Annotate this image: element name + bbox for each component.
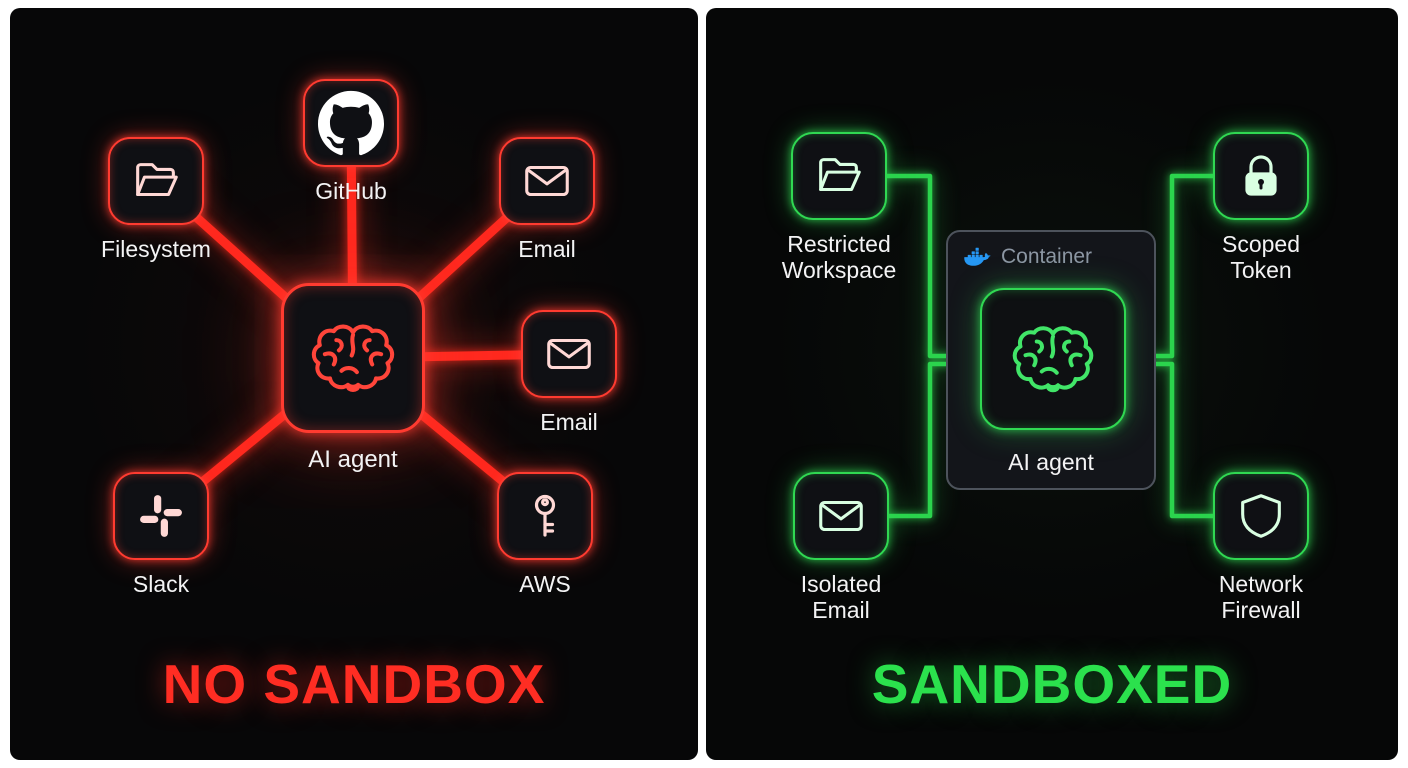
aws-node: AWS <box>497 472 593 597</box>
scoped-token-label: Scoped Token <box>1221 231 1300 284</box>
no-sandbox-title: NO SANDBOX <box>162 653 546 715</box>
email-right-node: Email <box>521 310 617 435</box>
email-top-node-box <box>499 137 595 225</box>
aws-label: AWS <box>519 571 571 597</box>
envelope-icon <box>520 154 574 208</box>
sandboxed-ai-agent-label: AI agent <box>1008 449 1094 475</box>
sandboxed-title: SANDBOXED <box>871 653 1233 715</box>
isolated-email-node-box <box>793 472 889 560</box>
connection-lines-green <box>884 173 1216 519</box>
slack-icon <box>136 491 186 541</box>
ai-agent-label: AI agent <box>308 446 398 473</box>
slack-label: Slack <box>132 571 190 597</box>
envelope-icon <box>542 327 596 381</box>
ai-agent-node: AI agent <box>281 283 425 474</box>
network-firewall-node: Network Firewall <box>1213 472 1309 623</box>
folder-icon <box>812 149 866 203</box>
email-right-label: Email <box>540 409 598 435</box>
lock-icon <box>1235 150 1287 202</box>
slack-node: Slack <box>113 472 209 597</box>
email-right-node-box <box>521 310 617 398</box>
brain-icon <box>307 312 399 404</box>
email-top-label: Email <box>518 236 576 262</box>
scoped-token-node: Scoped Token <box>1213 132 1309 283</box>
restricted-workspace-node: Restricted Workspace <box>782 132 896 283</box>
github-label: GitHub <box>315 178 387 204</box>
container-label: Container <box>1001 245 1093 268</box>
github-node: GitHub <box>303 79 399 204</box>
restricted-workspace-node-box <box>791 132 887 220</box>
aws-node-box <box>497 472 593 560</box>
network-firewall-node-box <box>1213 472 1309 560</box>
brain-icon <box>1008 314 1098 404</box>
key-icon <box>519 490 571 542</box>
no-sandbox-panel: Filesystem GitHub Email <box>10 8 698 760</box>
scoped-token-node-box <box>1213 132 1309 220</box>
shield-icon <box>1234 489 1288 543</box>
sandboxed-ai-agent-box <box>980 288 1126 430</box>
filesystem-node: Filesystem <box>101 137 211 262</box>
github-icon <box>318 90 384 156</box>
envelope-icon <box>814 489 868 543</box>
filesystem-label: Filesystem <box>101 236 211 262</box>
isolated-email-node: Isolated Email <box>793 472 889 623</box>
filesystem-node-box <box>108 137 204 225</box>
isolated-email-label: Isolated Email <box>800 571 882 624</box>
restricted-workspace-label: Restricted Workspace <box>781 231 897 284</box>
container-box: Container AI agent <box>946 230 1156 490</box>
email-top-node: Email <box>499 137 595 262</box>
network-firewall-label: Network Firewall <box>1218 571 1304 624</box>
docker-icon <box>964 247 992 268</box>
github-node-box <box>303 79 399 167</box>
ai-agent-box <box>281 283 425 433</box>
sandboxed-panel: Restricted Workspace Scoped Token <box>706 8 1398 760</box>
slack-node-box <box>113 472 209 560</box>
folder-icon <box>129 154 183 208</box>
container-header: Container <box>948 232 1154 269</box>
